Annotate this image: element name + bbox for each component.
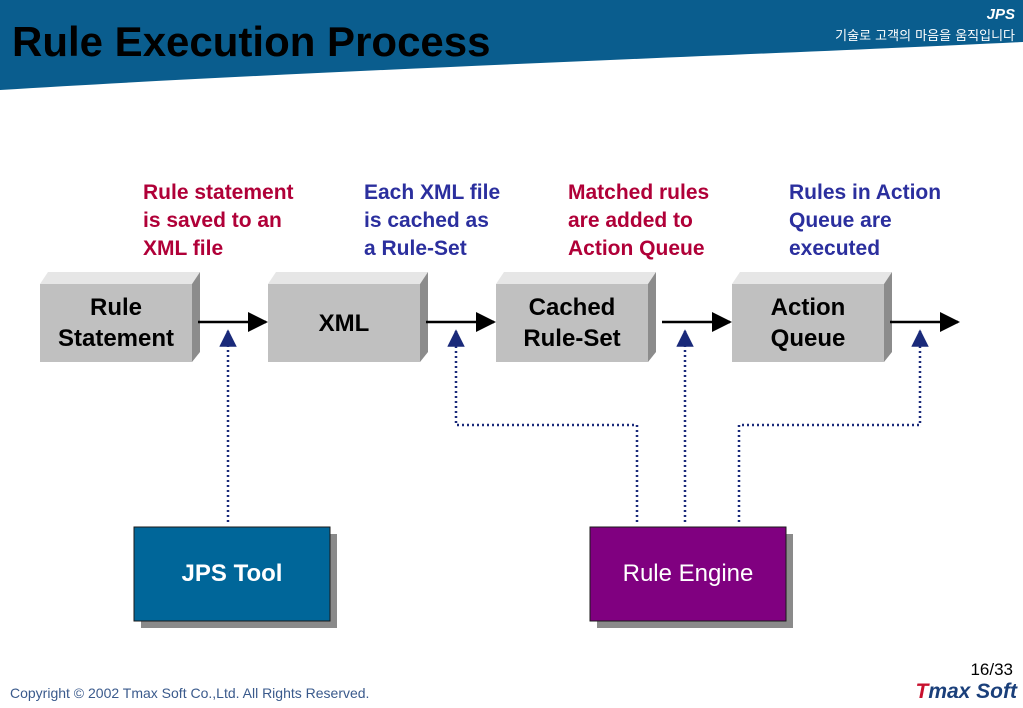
- slogan-text: 기술로 고객의 마음을 움직입니다: [835, 29, 1015, 44]
- jps-tool-box: [133, 526, 337, 628]
- connector-engine-to-queue: [737, 329, 929, 522]
- logo-t: T: [915, 680, 929, 703]
- rule-engine-box: [589, 526, 793, 628]
- rule-engine-label: Rule Engine: [622, 560, 754, 587]
- copyright-text: Copyright © 2002 Tmax Soft Co.,Ltd. All …: [10, 685, 370, 701]
- jps-tool-label: JPS Tool: [181, 560, 283, 587]
- box-rule-statement: [40, 272, 200, 362]
- note-xml-file: Each XML file is cached as a Rule-Set: [364, 181, 501, 260]
- page-title: Rule Execution Process: [12, 18, 491, 65]
- note-rule-statement: Rule statement is saved to an XML file: [143, 181, 294, 260]
- cached-rule-set-label: Cached Rule-Set: [523, 294, 621, 352]
- page-number: 16/33: [970, 660, 1013, 679]
- header-band: [0, 0, 1023, 90]
- box-xml: [268, 272, 428, 362]
- rule-statement-label: Rule Statement: [57, 294, 175, 352]
- tmax-soft-logo: Tmax Soft: [915, 680, 1017, 704]
- box-cached-rule-set: [496, 272, 656, 362]
- connector-engine-to-xml: [447, 329, 639, 522]
- logo-rest: max Soft: [928, 680, 1017, 703]
- brand-label: JPS: [986, 6, 1015, 23]
- action-queue-label: Action Queue: [770, 294, 846, 352]
- note-action-queue: Rules in Action Queue are executed: [789, 181, 942, 260]
- box-action-queue: [732, 272, 892, 362]
- note-matched-rules: Matched rules are added to Action Queue: [568, 181, 710, 260]
- header-banner: Rule Execution Process JPS 기술로 고객의 마음을 움…: [0, 0, 1023, 90]
- xml-label: XML: [318, 309, 370, 337]
